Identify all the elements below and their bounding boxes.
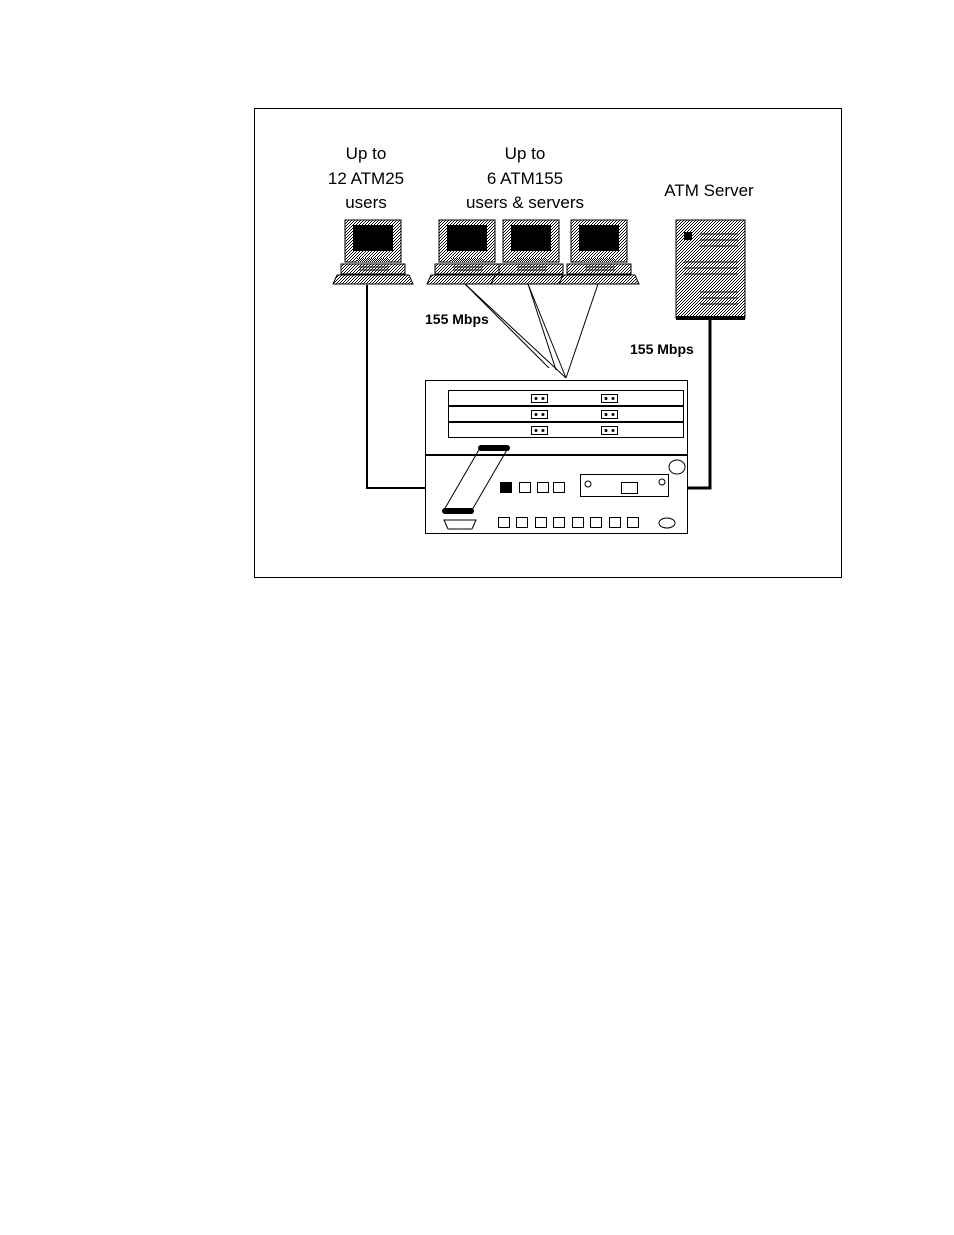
atm155-label-line1: Up to: [505, 144, 546, 163]
atm155-label-line2: 6 ATM155: [487, 169, 563, 188]
computer-icon: [427, 220, 507, 284]
atm25-label-line3: users: [345, 193, 387, 212]
computer-icon: [333, 220, 413, 284]
atm155-label-line3: users & servers: [466, 193, 584, 212]
computer-icon: [559, 220, 639, 284]
speed-label-server: 155 Mbps: [630, 341, 694, 357]
computer-icon: [491, 220, 571, 284]
speed-label-users: 155 Mbps: [425, 311, 489, 327]
atm25-label-line2: 12 ATM25: [328, 169, 404, 188]
server-icon: [676, 220, 745, 320]
server-label: ATM Server: [664, 181, 754, 200]
atm25-label-line1: Up to: [346, 144, 387, 163]
